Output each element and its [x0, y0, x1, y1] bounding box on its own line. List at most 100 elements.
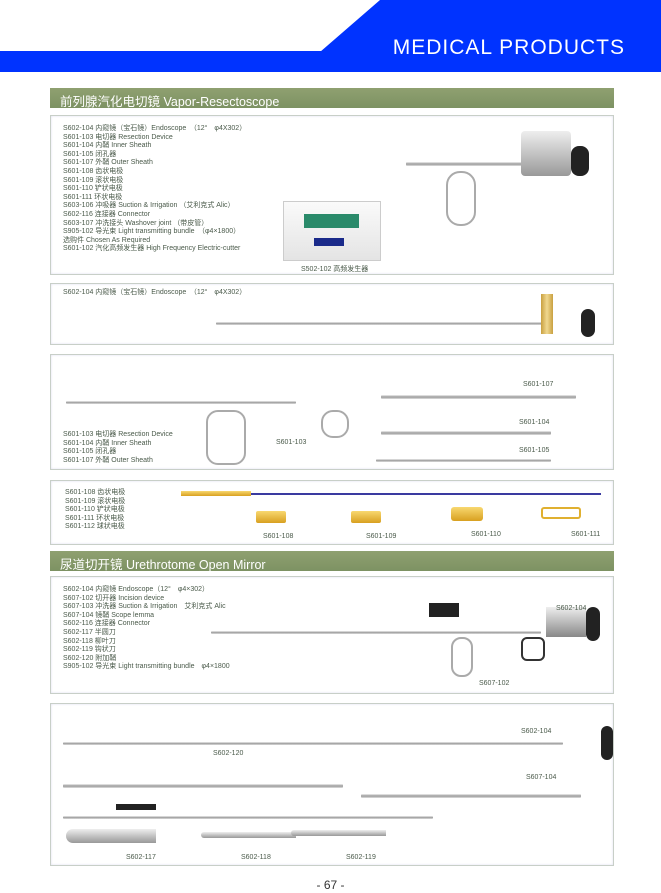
handle-ring: [521, 637, 545, 661]
part-label: S602-118: [241, 854, 271, 861]
parts-list: S602-104 内窥镜（宝石镜）Endoscope （12° φ4X302）S…: [63, 125, 246, 254]
part-label: S602-104: [521, 728, 552, 735]
part-item: S601-103 电切器 Resection Device: [63, 133, 173, 141]
part-item: S602-120 附加鞘: [63, 654, 117, 662]
part-item: 选购件 Chosen As Required: [63, 236, 151, 244]
inner-sheath-image: [381, 431, 551, 435]
resection-device-image: [66, 401, 296, 404]
urethrotome-image: [211, 631, 541, 634]
light-post: [541, 294, 553, 334]
connector-block: [429, 603, 459, 617]
endoscope-image: [63, 742, 563, 745]
part-label: S607-104: [526, 774, 557, 781]
parts-list: S602-104 内窥镜 Endoscope（12° φ4×302）S607-1…: [63, 586, 230, 672]
electrode-wire: [251, 493, 601, 495]
part-item: S601-111 环状电极: [65, 514, 125, 522]
part-item: S603-107 冲洗接头 Washover joint （带皮管）: [63, 219, 209, 227]
part-label: S601-108: [263, 533, 294, 540]
part-item: S607-102 切开器 Incision device: [63, 594, 165, 602]
part-item: S601-110 铲状电极: [63, 185, 123, 193]
handle-ring: [446, 171, 476, 226]
section-title-vapor-resectoscope: 前列腺汽化电切镜 Vapor-Resectoscope: [50, 88, 614, 109]
blade-holder: [116, 804, 156, 810]
scope-lemma-image: [361, 794, 581, 798]
eyepiece: [571, 146, 589, 176]
blade-half-round: [66, 829, 156, 843]
part-item: S601-105 闭孔器: [63, 448, 117, 456]
part-label: S601-110: [471, 531, 501, 538]
generator-image: [283, 201, 381, 261]
part-label: S602-117: [126, 854, 156, 861]
sheath-image: [63, 784, 343, 788]
part-item: S601-107 外鞘 Outer Sheath: [63, 456, 153, 464]
part-item: S602-116 连接器 Connector: [63, 620, 151, 628]
incision-device-image: [63, 816, 433, 819]
part-item: S601-102 汽化高频发生器 High Frequency Electric…: [63, 245, 241, 253]
eyepiece: [581, 309, 595, 337]
handle-ring: [206, 410, 246, 465]
part-label: S602-104: [556, 605, 587, 612]
part-item: S601-109 滚状电极: [65, 497, 126, 505]
product-box-urethrotome-parts: S602-104 S602-120 S607-104 S602-117 S602…: [50, 703, 614, 866]
electrode-tip: [451, 507, 483, 521]
part-item: S601-108 齿状电极: [63, 167, 124, 175]
part-item: S905-102 导光束 Light transmitting bundle （…: [63, 228, 241, 236]
part-item: S905-102 导光束 Light transmitting bundle φ…: [63, 663, 230, 671]
part-item: S602-116 连接器 Connector: [63, 210, 151, 218]
product-box-urethrotome-set: S602-104 内窥镜 Endoscope（12° φ4×302）S607-1…: [50, 576, 614, 694]
page-number: - 67 -: [316, 878, 345, 892]
obturator-image: [376, 459, 551, 462]
eyepiece: [601, 726, 613, 760]
product-box-resectoscope-set: S602-104 内窥镜（宝石镜）Endoscope （12° φ4X302）S…: [50, 115, 614, 275]
part-item: S601-112 球状电极: [65, 523, 125, 531]
part-item: S602-104 内窥镜（宝石镜）Endoscope （12° φ4X302）: [63, 125, 247, 132]
part-item: S601-109 滚状电极: [63, 176, 124, 184]
generator-label: S502-102 高频发生器: [301, 266, 369, 273]
part-item: S607-104 镜鞘 Scope lemma: [63, 611, 155, 619]
handle-ring: [321, 410, 349, 438]
part-item: S607-103 冲洗器 Suction & Irrigation 艾利克式 A…: [63, 603, 226, 611]
resectoscope-image: [406, 162, 576, 166]
blade-willow-leaf: [201, 832, 296, 838]
scope-body: [546, 607, 586, 637]
part-label: S601-111: [571, 531, 601, 538]
electrode-image: [181, 491, 251, 496]
part-label: S601-107: [523, 381, 554, 388]
part-item: S602-119 钩状刀: [63, 646, 116, 654]
part-item: S602-117 半圆刀: [63, 628, 116, 636]
scope-body: [521, 131, 571, 176]
handle-ring: [451, 637, 473, 677]
header-band: [0, 51, 661, 72]
electrode-tip: [256, 511, 286, 523]
part-label: S601-103: [276, 439, 307, 446]
part-item: S601-107 外鞘 Outer Sheath: [63, 159, 153, 167]
part-label: S607-102: [479, 680, 510, 687]
part-item: S601-104 内鞘 Inner Sheath: [63, 439, 152, 447]
blade-hook: [291, 830, 386, 836]
part-item: S601-105 闭孔器: [63, 150, 117, 158]
outer-sheath-image: [381, 395, 576, 399]
part-item: S602-104 内窥镜 Endoscope（12° φ4×302）: [63, 586, 210, 593]
part-label: S601-105: [519, 447, 550, 454]
electrode-tip: [541, 507, 581, 519]
part-label: S602-120: [213, 750, 244, 757]
endoscope-image: [216, 322, 546, 325]
part-item: S601-104 内鞘 Inner Sheath: [63, 142, 152, 150]
electrode-tip: [351, 511, 381, 523]
part-item: S601-103 电切器 Resection Device: [63, 431, 173, 438]
part-item: S601-111 环状电极: [63, 193, 123, 201]
page-header-title: MEDICAL PRODUCTS: [392, 36, 625, 59]
eyepiece: [586, 607, 600, 641]
part-item: S602-118 柳叶刀: [63, 637, 116, 645]
section-title-urethrotome: 尿道切开镜 Urethrotome Open Mirror: [50, 551, 614, 572]
part-label: S602-119: [346, 854, 376, 861]
product-box-endoscope: S602-104 内窥镜（宝石镜）Endoscope （12° φ4X302）: [50, 283, 614, 345]
part-item: S602-104 内窥镜（宝石镜）Endoscope （12° φ4X302）: [63, 289, 247, 296]
part-item: S601-110 铲状电极: [65, 506, 125, 514]
part-label: S601-109: [366, 533, 397, 540]
part-label: S601-104: [519, 419, 550, 426]
